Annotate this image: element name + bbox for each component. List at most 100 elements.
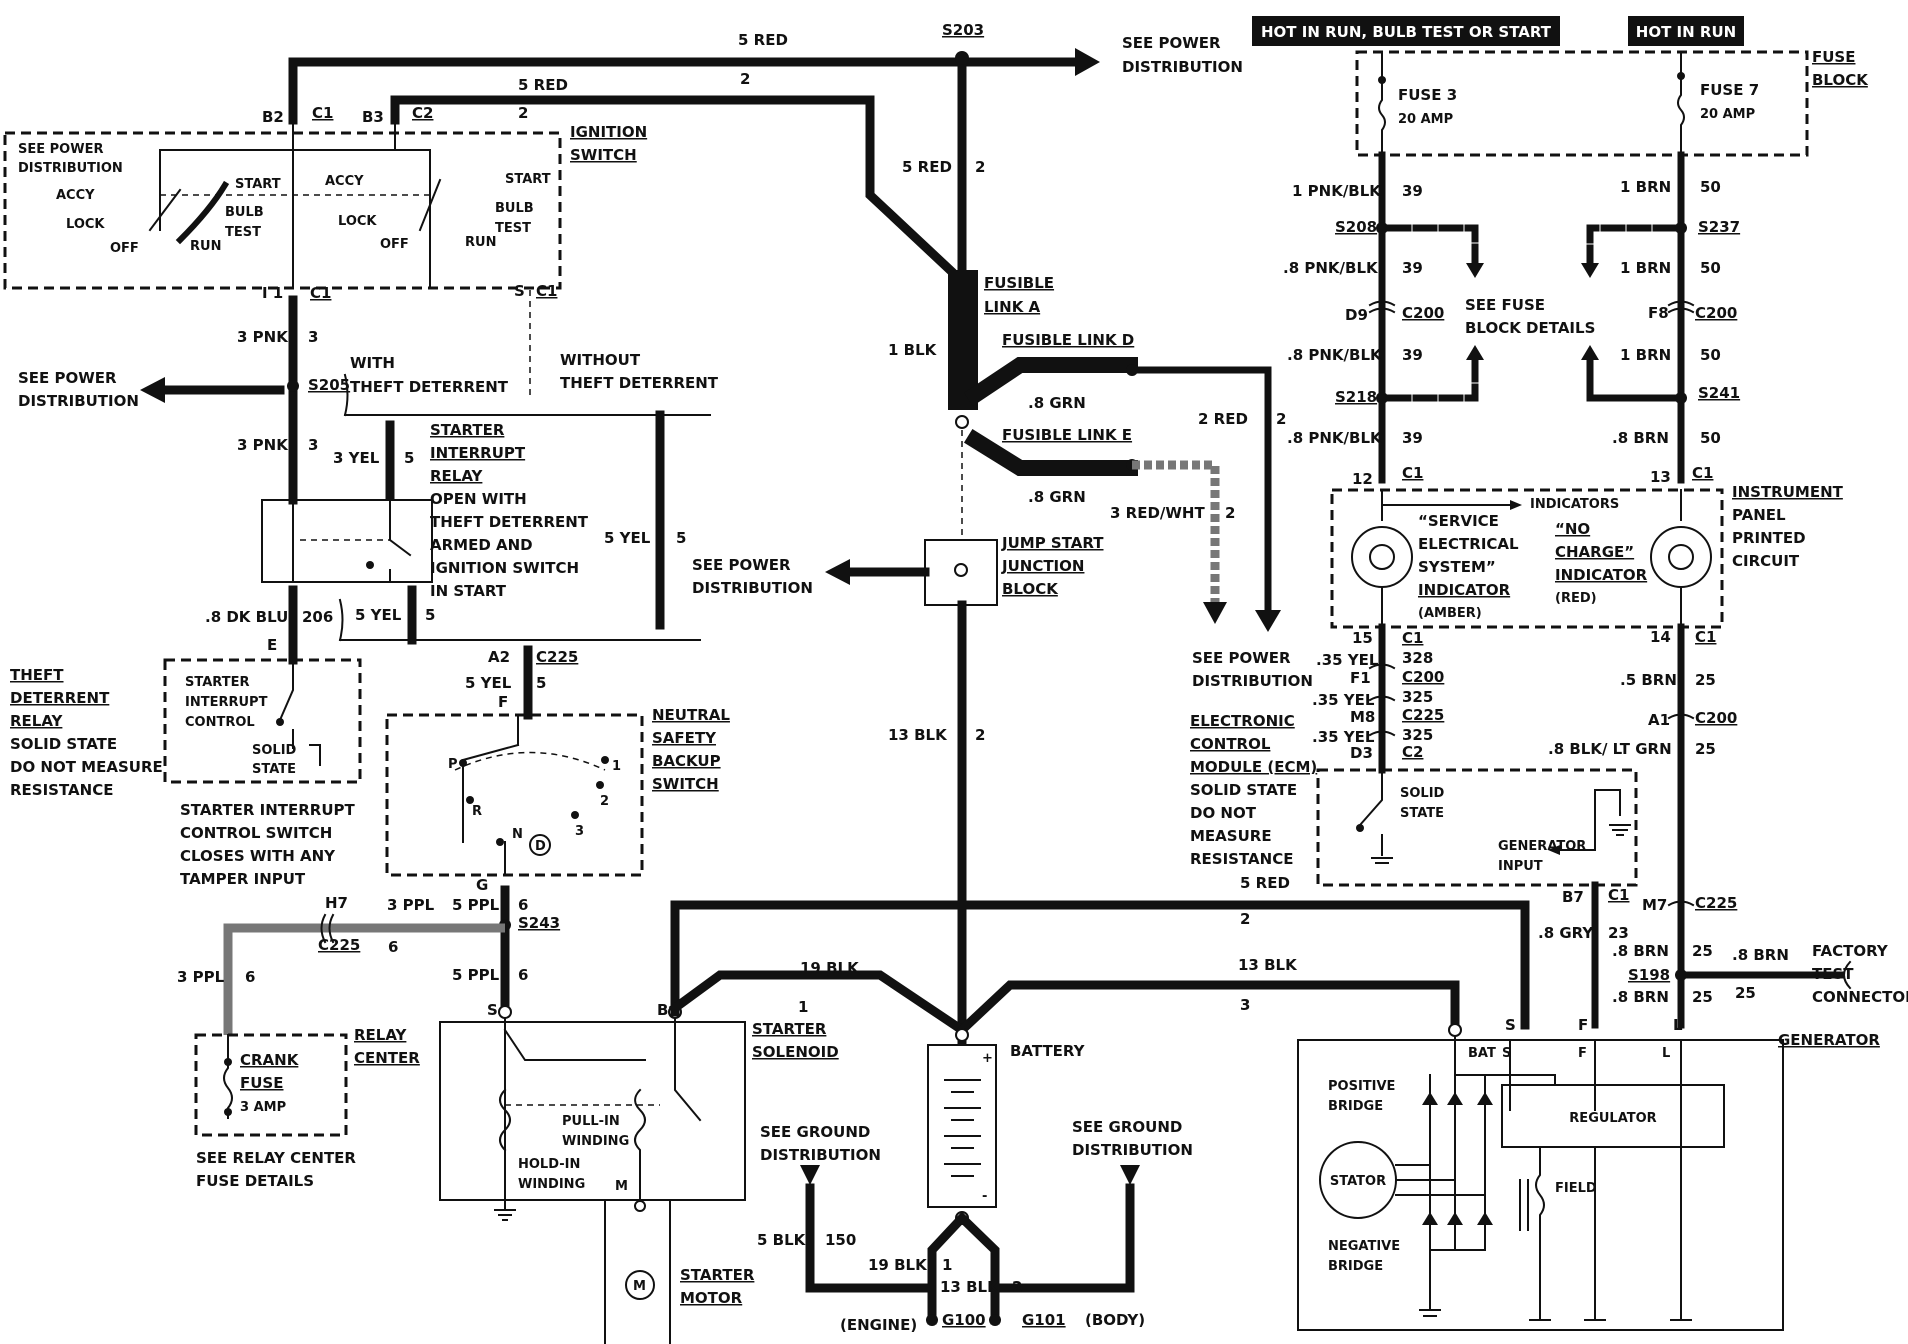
sic-label: STATE [252,762,296,777]
tdr-label: DO NOT MEASURE [10,758,163,776]
starter-motor [604,1199,671,1344]
yel-circuit [1368,623,1396,774]
sir-label: IGNITION SWITCH [430,559,579,577]
wire-label: 5 YEL [465,674,512,692]
power-dist-label: SEE POWER [1122,34,1221,52]
fuse-block [1355,50,1809,157]
sics-label: TAMPER INPUT [180,870,306,888]
ign-run: RUN [190,239,221,254]
gen-f-terminal: F [1578,1046,1587,1061]
starter-motor-label: MOTOR [680,1289,743,1307]
wire-label: 3 PNK [237,436,289,454]
ecm-label: ELECTRONIC [1190,712,1295,730]
wire-label: .8 BRN [1612,429,1669,447]
connector-14: 14 [1650,628,1671,646]
connector-c1: C1 [536,282,557,300]
ign-accy: ACCY [56,188,95,203]
sir-label: IN START [430,582,507,600]
wire-label: 2 [1240,910,1250,928]
ground-symbol [494,1199,516,1221]
wire-label: 5 RED [1240,874,1290,892]
ses-label: ELECTRICAL [1418,535,1519,553]
ses-label: (AMBER) [1418,606,1482,621]
indicators-label: INDICATORS [1530,497,1619,512]
wire-label: .35 YEL [1316,651,1379,669]
see-fuse-label: BLOCK DETAILS [1465,319,1595,337]
solenoid-label: STARTER [752,1020,827,1038]
sic-label: STARTER [185,675,249,690]
power-dist-label: DISTRIBUTION [1122,58,1243,76]
engine-label: (ENGINE) [840,1316,917,1334]
hold-in-label: HOLD-IN [518,1157,580,1172]
connector-i1: I 1 [262,284,283,302]
connector-m8: M8 [1350,708,1375,726]
wire-label: .8 BRN [1612,988,1669,1006]
wire-label: 1 [942,1256,952,1274]
without-td-label: WITHOUT [560,351,641,369]
wire-label: 2 [740,70,750,88]
stator-label: STATOR [1330,1174,1386,1189]
ses-label: INDICATOR [1418,581,1511,599]
wire-label: .8 BRN [1612,942,1669,960]
sic-label: CONTROL [185,715,255,730]
splice-s218: S218 [1335,388,1377,406]
wire-label: 5 BLK [757,1231,807,1249]
connector-d3: D3 [1350,744,1373,762]
pos-bridge-label: BRIDGE [1328,1099,1383,1114]
rc-details-label: FUSE DETAILS [196,1172,314,1190]
connector-c225: C225 [318,936,360,954]
wire-label: 50 [1700,178,1721,196]
power-dist-label: DISTRIBUTION [18,161,123,176]
connector-12: 12 [1352,470,1373,488]
crank-fuse-relay-center [194,1033,348,1137]
nsb-pos: N [512,827,523,842]
ipc-label: INSTRUMENT [1732,483,1844,501]
power-dist-label: DISTRIBUTION [692,579,813,597]
connector-c200: C200 [1695,304,1737,322]
gen-input-label: GENERATOR [1498,839,1586,854]
jsjb-label: JUMP START [1001,534,1104,552]
wire-label: 5 YEL [355,606,402,624]
nsb-pos: 2 [600,794,609,809]
fuse7-label: 20 AMP [1700,107,1755,122]
splice-s208: S208 [1335,218,1377,236]
ground-dist-label: SEE GROUND [1072,1118,1182,1136]
splice-s205: S205 [308,376,350,394]
wire-label: .8 GRN [1028,488,1086,506]
wire-label: 5 PPL [452,896,500,914]
ignition-switch [3,119,562,290]
battery-label: BATTERY [1010,1042,1086,1060]
ground-g101: G101 [1022,1311,1066,1329]
splice-s241: S241 [1698,384,1740,402]
connector-b3: B3 [362,108,384,126]
wire-label: 39 [1402,259,1423,277]
pos-bridge-label: POSITIVE [1328,1079,1395,1094]
jsjb-label: BLOCK [1002,580,1059,598]
brn-lower-circuit [1667,623,1852,1029]
nc-label: (RED) [1555,591,1597,606]
wire-label: 50 [1700,346,1721,364]
jsjb-label: JUNCTION [1001,557,1084,575]
wire-label: 6 [518,896,528,914]
tdr-label: SOLID STATE [10,735,117,753]
connector-c200: C200 [1402,304,1444,322]
ign-off: OFF [110,241,139,256]
brn-circuit [1581,151,1695,484]
nc-label: “NO [1555,520,1590,538]
sic-label: SOLID [252,743,297,758]
power-dist-label: SEE POWER [18,142,103,157]
power-dist-label: DISTRIBUTION [18,392,139,410]
wire-label: 1 BRN [1620,259,1671,277]
wire-label: 13 BLK [1238,956,1298,974]
connector-f8: F8 [1648,304,1669,322]
generator-label: GENERATOR [1778,1031,1880,1049]
nsb-label: SAFETY [652,729,717,747]
sir-label: OPEN WITH [430,490,527,508]
wire-label: 3 PPL [177,968,225,986]
ign-bulb: BULB [225,205,264,220]
wire-label: 325 [1402,688,1433,706]
connector-s: S [514,282,525,300]
wire-label: 3 YEL [333,449,380,467]
connector-c2: C2 [1402,743,1423,761]
